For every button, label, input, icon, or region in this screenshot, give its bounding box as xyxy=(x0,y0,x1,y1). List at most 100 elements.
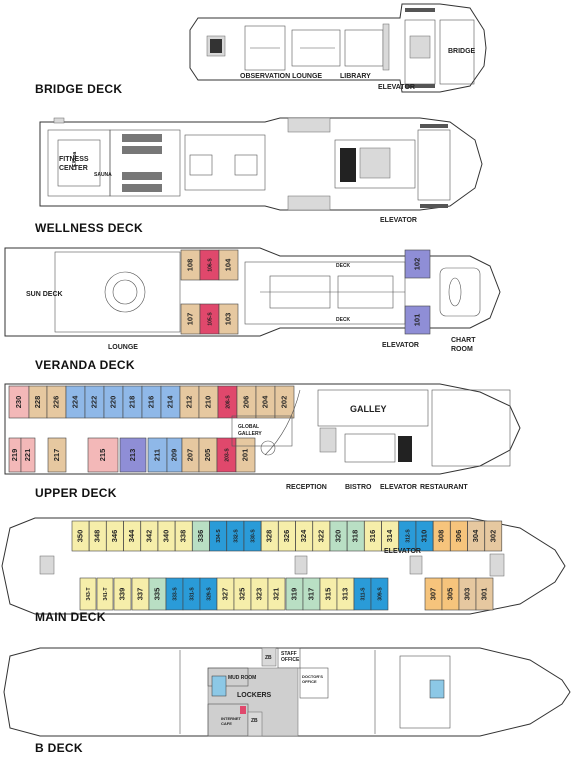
label-bridge: BRIDGE xyxy=(448,48,476,55)
cabin-number: 202 xyxy=(280,396,289,409)
cabin-box xyxy=(119,437,147,473)
cabin-number: 204 xyxy=(261,395,270,408)
cabin-number: 316 xyxy=(368,530,377,543)
cabin-208-S: 208-S xyxy=(217,385,238,419)
cabin-box xyxy=(475,577,494,611)
cabin-214: 214 xyxy=(160,385,181,419)
label-bistro: BISTRO xyxy=(345,484,372,491)
cabin-205: 205 xyxy=(198,437,218,473)
cabin-number: 323 xyxy=(255,588,264,601)
cabin-number: 102 xyxy=(413,258,422,271)
cabin-328: 328 xyxy=(260,520,279,552)
label-elevator: ELEVATOR xyxy=(378,84,415,91)
cabin-number: 221 xyxy=(23,449,32,462)
label-restaurant: RESTAURANT xyxy=(420,484,468,491)
cabin-number: 213 xyxy=(128,449,137,462)
label-doctors-office-1: DOCTOR'S xyxy=(302,674,323,679)
cabin-box xyxy=(370,577,389,611)
cabin-217: 217 xyxy=(47,437,67,473)
cabin-number: 306 xyxy=(454,530,463,543)
wellness-deck: FITNESS CENTER LEXspa SAUNA ELEVATOR WEL… xyxy=(35,117,483,235)
cabin-335: 335 xyxy=(148,577,167,611)
cabin-228: 228 xyxy=(28,385,48,419)
label-elevator: ELEVATOR xyxy=(382,342,419,349)
cabin-333-S: 333-S xyxy=(165,577,184,611)
cabin-number: 342 xyxy=(144,530,153,543)
label-fitness-1: FITNESS xyxy=(59,156,89,163)
cabin-331-S: 331-S xyxy=(182,577,201,611)
cabin-number: 330-S xyxy=(251,529,257,543)
cabin-number: 337 xyxy=(136,588,145,601)
label-internet-cafe-1: INTERNET xyxy=(221,716,242,721)
cabin-338: 338 xyxy=(174,520,193,552)
label-elevator: ELEVATOR xyxy=(384,548,421,555)
cabin-309-S: 309-S xyxy=(370,577,389,611)
cabin-329-S: 329-S xyxy=(199,577,218,611)
cabin-210: 210 xyxy=(198,385,219,419)
cabin-206: 206 xyxy=(236,385,257,419)
cabin-302: 302 xyxy=(484,520,503,552)
cabin-number: 230 xyxy=(14,396,23,409)
bridge-deck: OBSERVATION LOUNGE LIBRARY ELEVATOR BRID… xyxy=(35,3,487,96)
cabin-number: 314 xyxy=(385,529,394,542)
cabin-108: 108 xyxy=(180,249,201,281)
label-global-gallery-1: GLOBAL xyxy=(238,424,259,430)
cabin-346: 346 xyxy=(106,520,124,552)
cabin-number: 311-S xyxy=(361,587,367,601)
label-staff-office-1: STAFF xyxy=(281,651,297,657)
cabin-number: 328 xyxy=(265,530,274,543)
cabin-202: 202 xyxy=(274,385,295,419)
cabin-number: 332-S xyxy=(233,529,239,543)
cabin-number: 336 xyxy=(196,530,205,543)
cabin-306: 306 xyxy=(450,520,468,552)
label-chart-1: CHART xyxy=(451,337,476,344)
deck-title-wellness: WELLNESS DECK xyxy=(35,221,143,235)
label-galley: GALLEY xyxy=(350,404,387,414)
cabin-339: 339 xyxy=(113,577,132,611)
cabin-325: 325 xyxy=(233,577,252,611)
cabin-327: 327 xyxy=(216,577,235,611)
cabin-number: 324 xyxy=(299,529,308,542)
cabin-number: 207 xyxy=(186,449,195,462)
cabin-316: 316 xyxy=(364,520,382,552)
cabin-212: 212 xyxy=(179,385,200,419)
label-deck-bottom: DECK xyxy=(336,317,351,323)
cabin-207: 207 xyxy=(181,437,200,473)
cabin-322: 322 xyxy=(312,520,331,552)
cabin-number: 331-S xyxy=(190,587,196,601)
cabin-number: 106-S xyxy=(208,258,214,272)
cabin-320: 320 xyxy=(329,520,348,552)
cabin-number: 318 xyxy=(351,530,360,543)
cabin-number: 321 xyxy=(272,588,281,601)
cabin-number: 350 xyxy=(76,530,85,543)
cabin-number: 346 xyxy=(110,530,119,543)
cabin-box xyxy=(484,520,503,552)
label-global-gallery-2: GALLERY xyxy=(238,431,262,437)
cabin-213: 213 xyxy=(119,437,147,473)
label-lexspa: LEXspa xyxy=(72,151,78,170)
label-chart-2: ROOM xyxy=(451,346,473,353)
label-zb-top: ZB xyxy=(265,655,272,661)
label-fitness-2: CENTER xyxy=(59,165,88,172)
cabin-number: 105-S xyxy=(208,312,214,326)
cabin-203-S: 203-S xyxy=(216,437,237,473)
cabin-number: 333-S xyxy=(173,587,179,601)
deck-title-b: B DECK xyxy=(35,741,83,755)
cabin-107: 107 xyxy=(180,303,201,335)
cabin-number: 343-T xyxy=(86,587,92,600)
cabin-number: 218 xyxy=(128,396,137,409)
cabin-number: 325 xyxy=(238,588,247,601)
cabin-number: 226 xyxy=(52,396,61,409)
cabin-303: 303 xyxy=(458,577,477,611)
cabin-340: 340 xyxy=(157,520,176,552)
label-lounge: LOUNGE xyxy=(108,344,138,351)
cabin-334-S: 334-S xyxy=(209,520,227,552)
cabin-101: 101 xyxy=(404,305,431,335)
cabin-350: 350 xyxy=(71,520,90,552)
cabin-box xyxy=(87,437,119,473)
cabin-336: 336 xyxy=(192,520,210,552)
cabin-number: 310 xyxy=(420,530,429,543)
